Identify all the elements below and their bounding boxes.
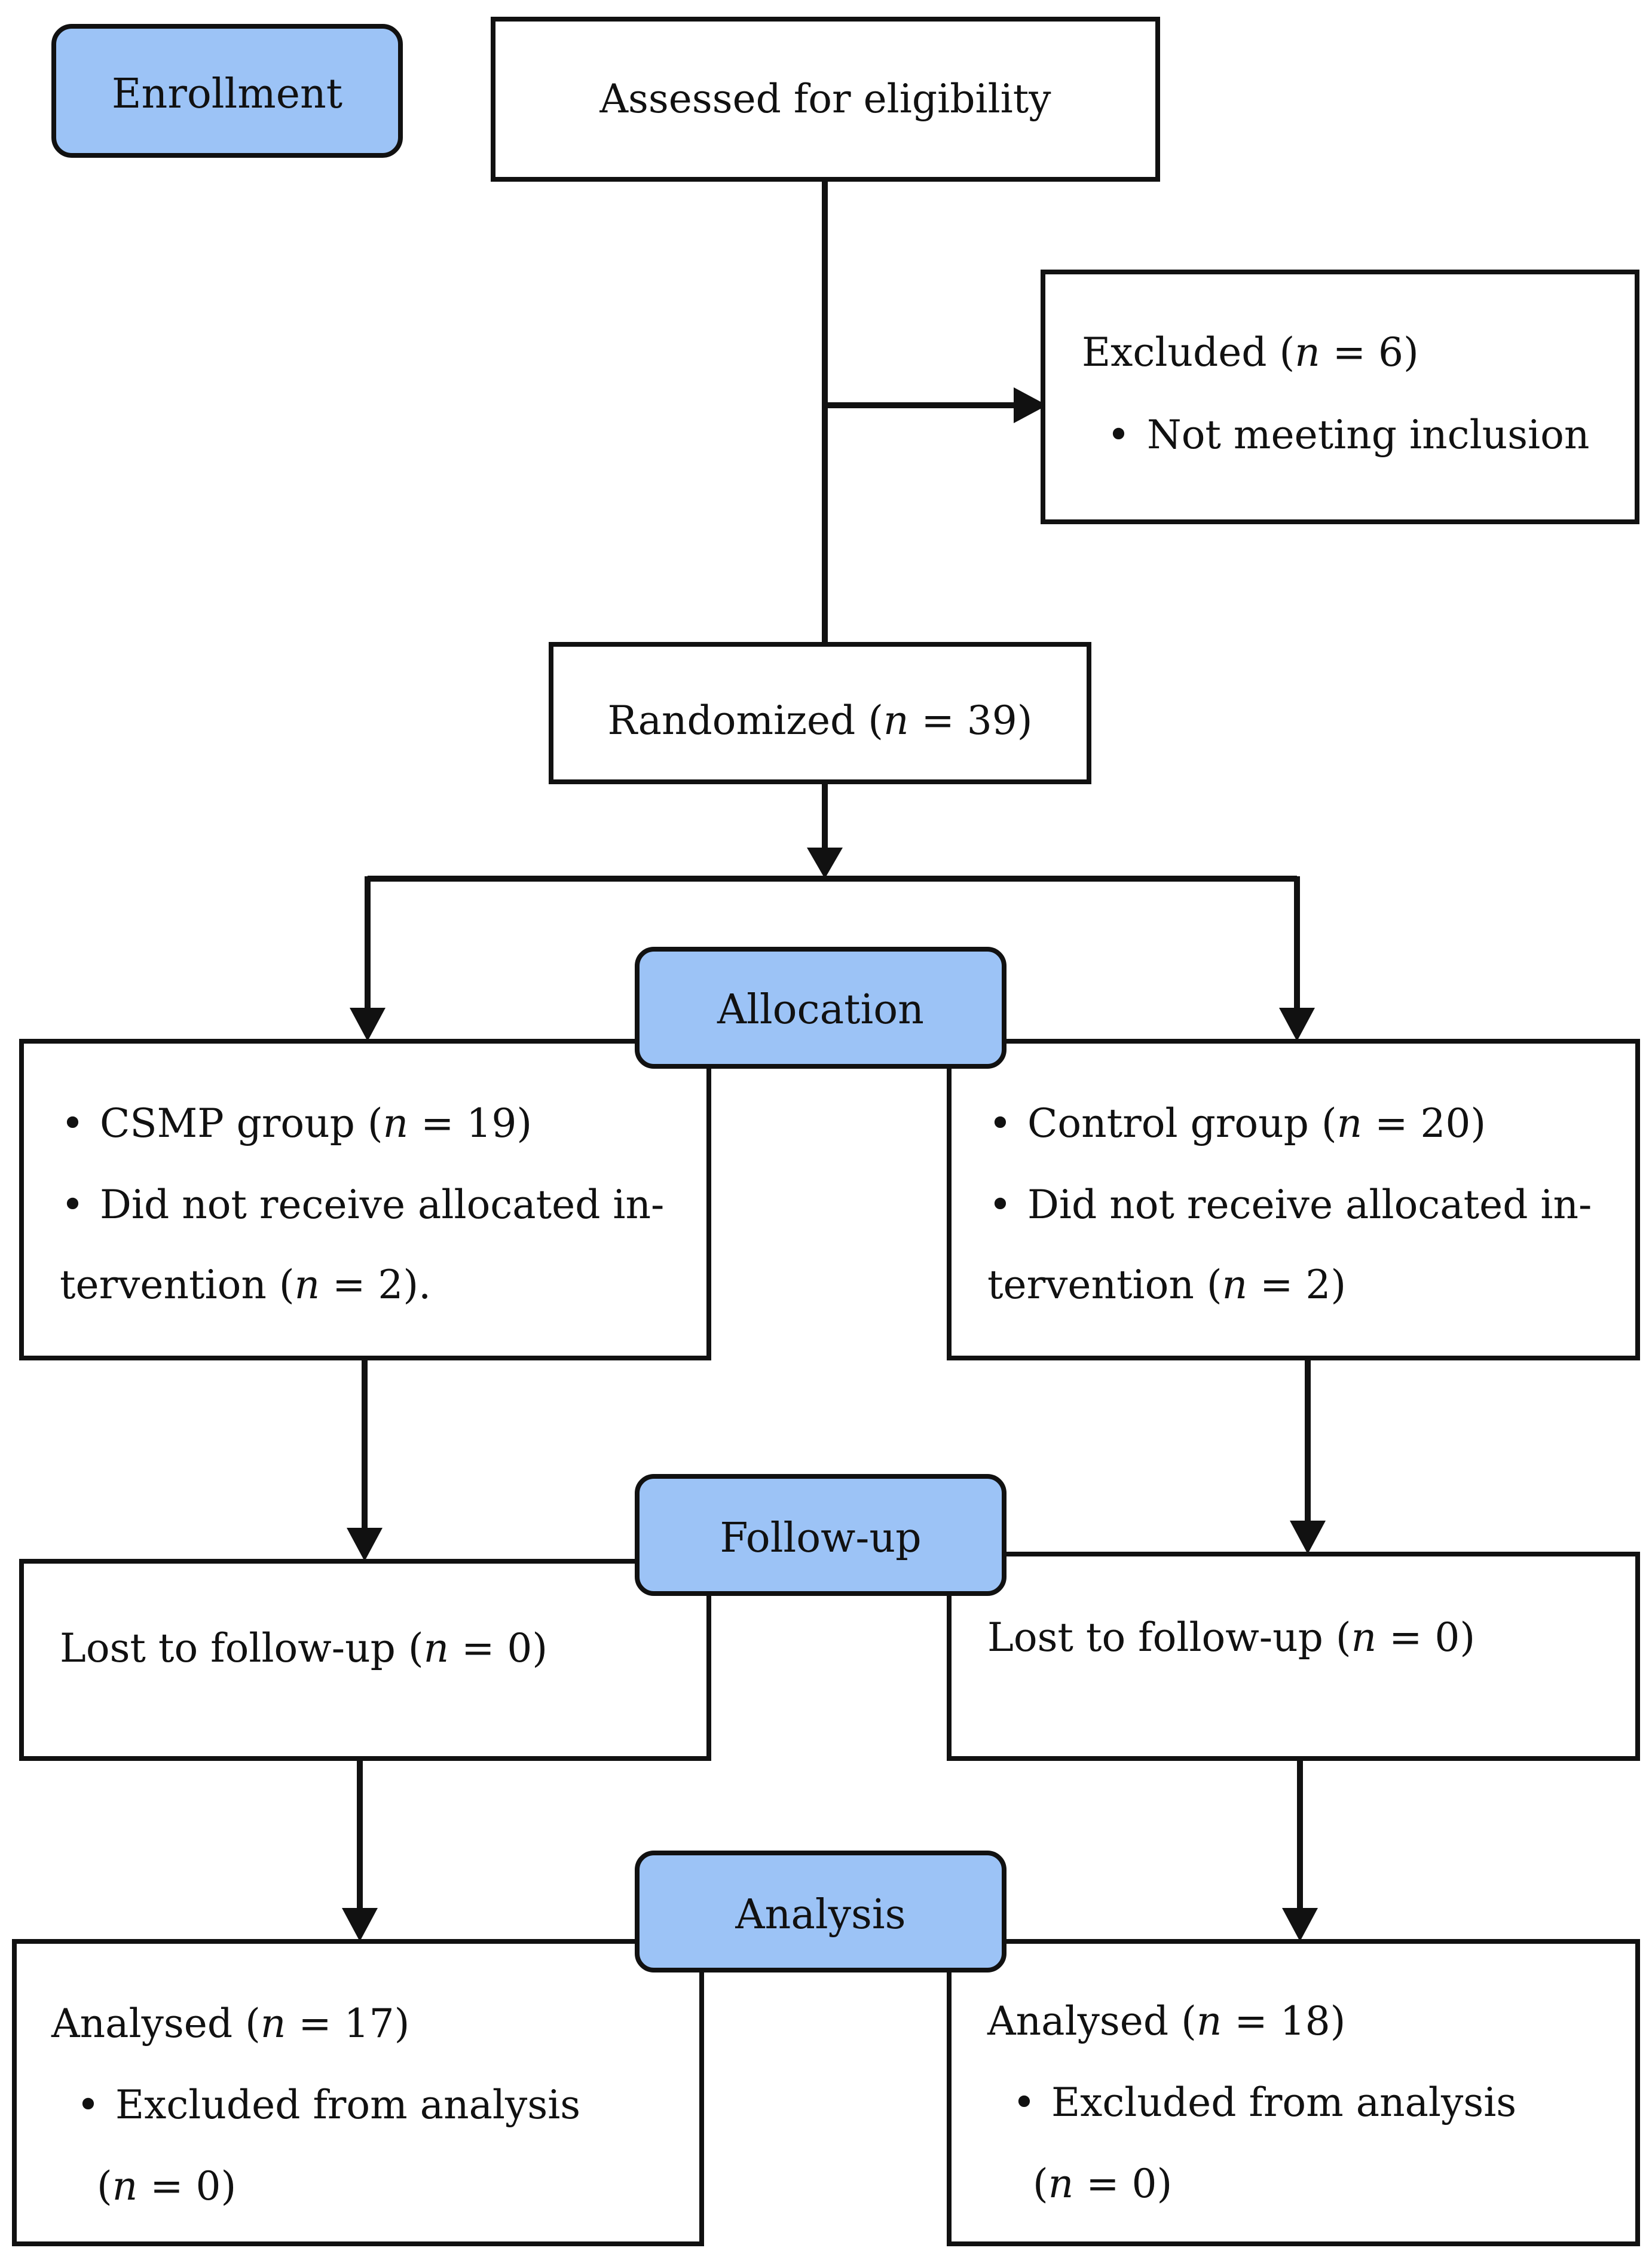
analysed-left-title: Analysed (n = 17) [51, 2001, 409, 2047]
csmp-group-line: •CSMP group (n = 19) [61, 1100, 532, 1146]
csmp-intervention-line: tervention (n = 2). [60, 1262, 431, 1308]
csmp-not-received-line: •Did not receive allocated in- [61, 1182, 664, 1228]
analysed-left-n: (n = 0) [97, 2163, 236, 2209]
arrowhead-split-left [350, 1008, 386, 1041]
excluded-bullet: •Not meeting inclusion [1107, 412, 1589, 458]
lost-right-box: Lost to follow-up (n = 0) [947, 1552, 1640, 1761]
assessed-label: Assessed for eligibility [599, 76, 1051, 122]
stage-enrollment-label: Enrollment [112, 71, 342, 118]
stage-analysis-label: Analysis [735, 1891, 905, 1938]
arrowhead-left-followup [347, 1528, 383, 1561]
stage-allocation: Allocation [635, 947, 1007, 1069]
analysed-right-box: Analysed (n = 18) •Excluded from analysi… [947, 1939, 1640, 2246]
control-group-line: •Control group (n = 20) [989, 1100, 1486, 1146]
control-intervention-line: tervention (n = 2) [987, 1262, 1346, 1308]
stage-follow-up-label: Follow-up [720, 1515, 921, 1562]
lost-left-box: Lost to follow-up (n = 0) [19, 1559, 711, 1761]
excluded-title: Excluded (n = 6) [1082, 329, 1419, 375]
excluded-box: Excluded (n = 6) •Not meeting inclusion [1041, 270, 1639, 524]
stage-enrollment: Enrollment [51, 24, 403, 158]
csmp-box: •CSMP group (n = 19) •Did not receive al… [19, 1039, 711, 1360]
stage-follow-up: Follow-up [635, 1474, 1007, 1596]
stage-allocation-label: Allocation [717, 986, 924, 1033]
arrowhead-split-right [1279, 1008, 1315, 1041]
arrowhead-right-analysis [1282, 1908, 1318, 1941]
analysed-right-bullet: •Excluded from analysis [1012, 2079, 1516, 2126]
analysed-right-title: Analysed (n = 18) [987, 1998, 1345, 2044]
arrowhead-excluded [1014, 387, 1047, 423]
connectors [342, 181, 1326, 1941]
randomized-box: Randomized (n = 39) [549, 642, 1091, 784]
lost-right-label: Lost to follow-up (n = 0) [987, 1614, 1475, 1660]
analysed-left-box: Analysed (n = 17) •Excluded from analysi… [12, 1939, 704, 2246]
arrowhead-right-followup [1290, 1521, 1326, 1554]
randomized-label: Randomized (n = 39) [607, 698, 1032, 744]
analysed-right-n: (n = 0) [1033, 2161, 1172, 2207]
lost-left-label: Lost to follow-up (n = 0) [60, 1625, 547, 1671]
analysed-left-bullet: •Excluded from analysis [77, 2082, 580, 2128]
arrowhead-randomized [807, 848, 843, 879]
stage-analysis: Analysis [635, 1851, 1007, 1972]
assessed-box: Assessed for eligibility [491, 17, 1160, 182]
arrowhead-left-analysis [342, 1908, 378, 1941]
control-not-received-line: •Did not receive allocated in- [989, 1182, 1592, 1228]
control-box: •Control group (n = 20) •Did not receive… [947, 1039, 1640, 1360]
